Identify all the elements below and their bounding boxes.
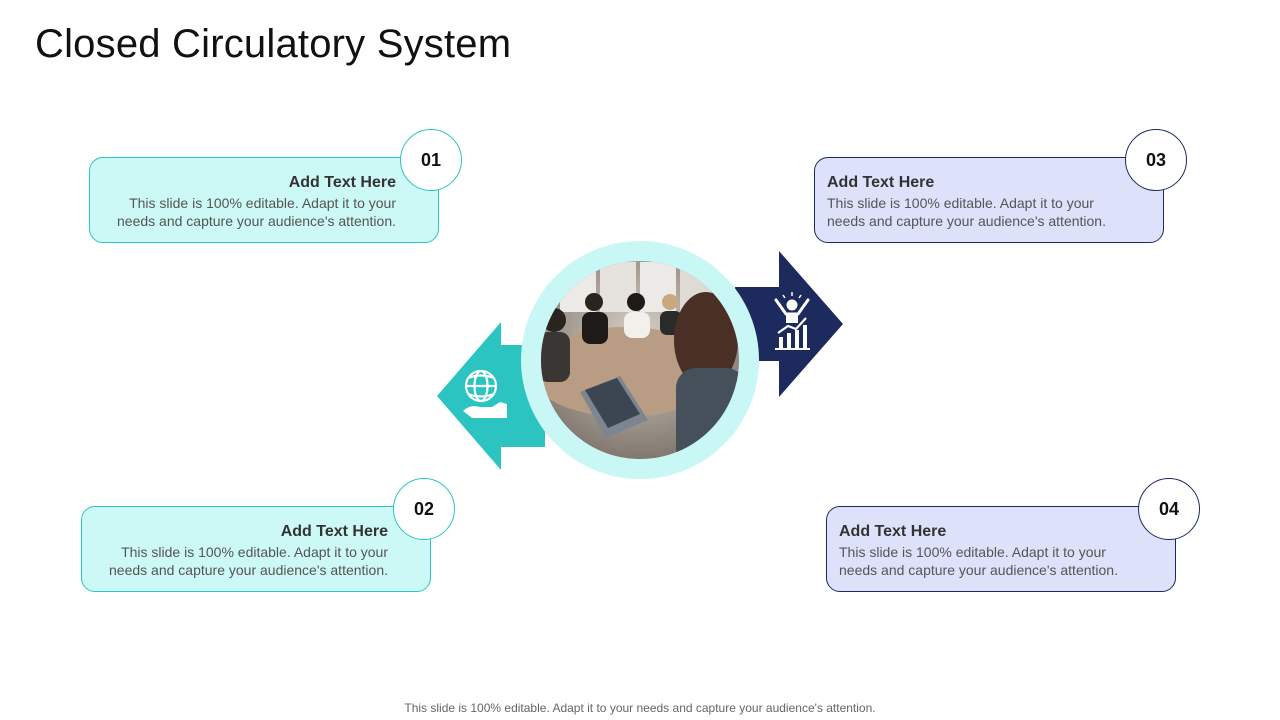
card-04: Add Text Here This slide is 100% editabl… xyxy=(826,506,1176,592)
card-heading: Add Text Here xyxy=(288,174,396,191)
card-02: Add Text Here This slide is 100% editabl… xyxy=(81,506,431,592)
card-01: Add Text Here This slide is 100% editabl… xyxy=(89,157,439,243)
step-badge-01: 01 xyxy=(400,129,462,191)
step-badge-02: 02 xyxy=(393,478,455,540)
card-heading: Add Text Here xyxy=(839,523,947,540)
card-heading: Add Text Here xyxy=(280,523,388,540)
card-body: This slide is 100% editable. Adapt it to… xyxy=(109,544,388,578)
right-arrow xyxy=(735,251,843,397)
card-body: This slide is 100% editable. Adapt it to… xyxy=(117,195,396,229)
card-body: This slide is 100% editable. Adapt it to… xyxy=(827,195,1106,229)
globe-in-hand-icon xyxy=(463,369,507,418)
slide-title: Closed Circulatory System xyxy=(35,22,512,66)
step-badge-04: 04 xyxy=(1138,478,1200,540)
card-body: This slide is 100% editable. Adapt it to… xyxy=(839,544,1118,578)
step-badge-03: 03 xyxy=(1125,129,1187,191)
person-growth-chart-icon xyxy=(774,292,810,350)
card-03: Add Text Here This slide is 100% editabl… xyxy=(814,157,1164,243)
footer-note: This slide is 100% editable. Adapt it to… xyxy=(404,701,876,715)
card-heading: Add Text Here xyxy=(827,174,935,191)
